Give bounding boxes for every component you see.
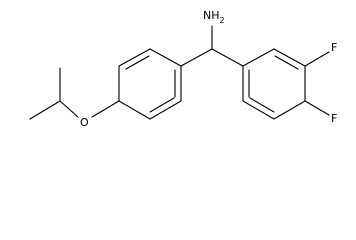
- amine-label: NH2: [203, 9, 225, 25]
- bond-ch-left-ring: [180, 48, 213, 67]
- bond-ring-fluorine-bottom: [304, 100, 330, 116]
- left-ring-double-1: [125, 55, 150, 70]
- right-ring-bond-4: [273, 100, 306, 120]
- amine-label-subscript: 2: [220, 16, 225, 25]
- bond-ring-oxygen: [91, 100, 120, 118]
- molecule-structure: NH2 F F O: [29, 9, 337, 129]
- fluorine-bottom-label: F: [331, 112, 337, 125]
- left-ring-bond-4: [118, 100, 151, 120]
- left-ring-bond-5: [149, 100, 182, 120]
- bond-ch-right-ring: [211, 48, 244, 67]
- right-benzene-ring: [242, 48, 306, 120]
- right-ring-double-1: [274, 55, 299, 70]
- right-ring-bond-5: [242, 100, 275, 120]
- bond-isopropyl-methyl-2: [29, 100, 61, 120]
- left-benzene-ring: [118, 48, 182, 120]
- left-ring-bond-1: [149, 48, 182, 67]
- fluorine-top-label: F: [331, 41, 337, 54]
- right-ring-double-2: [249, 97, 275, 113]
- amine-label-main: NH: [203, 9, 220, 22]
- right-ring-bond-2: [273, 48, 306, 67]
- bond-ring-fluorine-top: [304, 51, 330, 67]
- left-ring-bond-2: [118, 48, 151, 67]
- right-ring-bond-1: [242, 48, 275, 67]
- oxygen-label: O: [80, 116, 89, 129]
- bond-oxygen-isopropyl: [59, 100, 79, 118]
- left-ring-double-2: [149, 97, 175, 113]
